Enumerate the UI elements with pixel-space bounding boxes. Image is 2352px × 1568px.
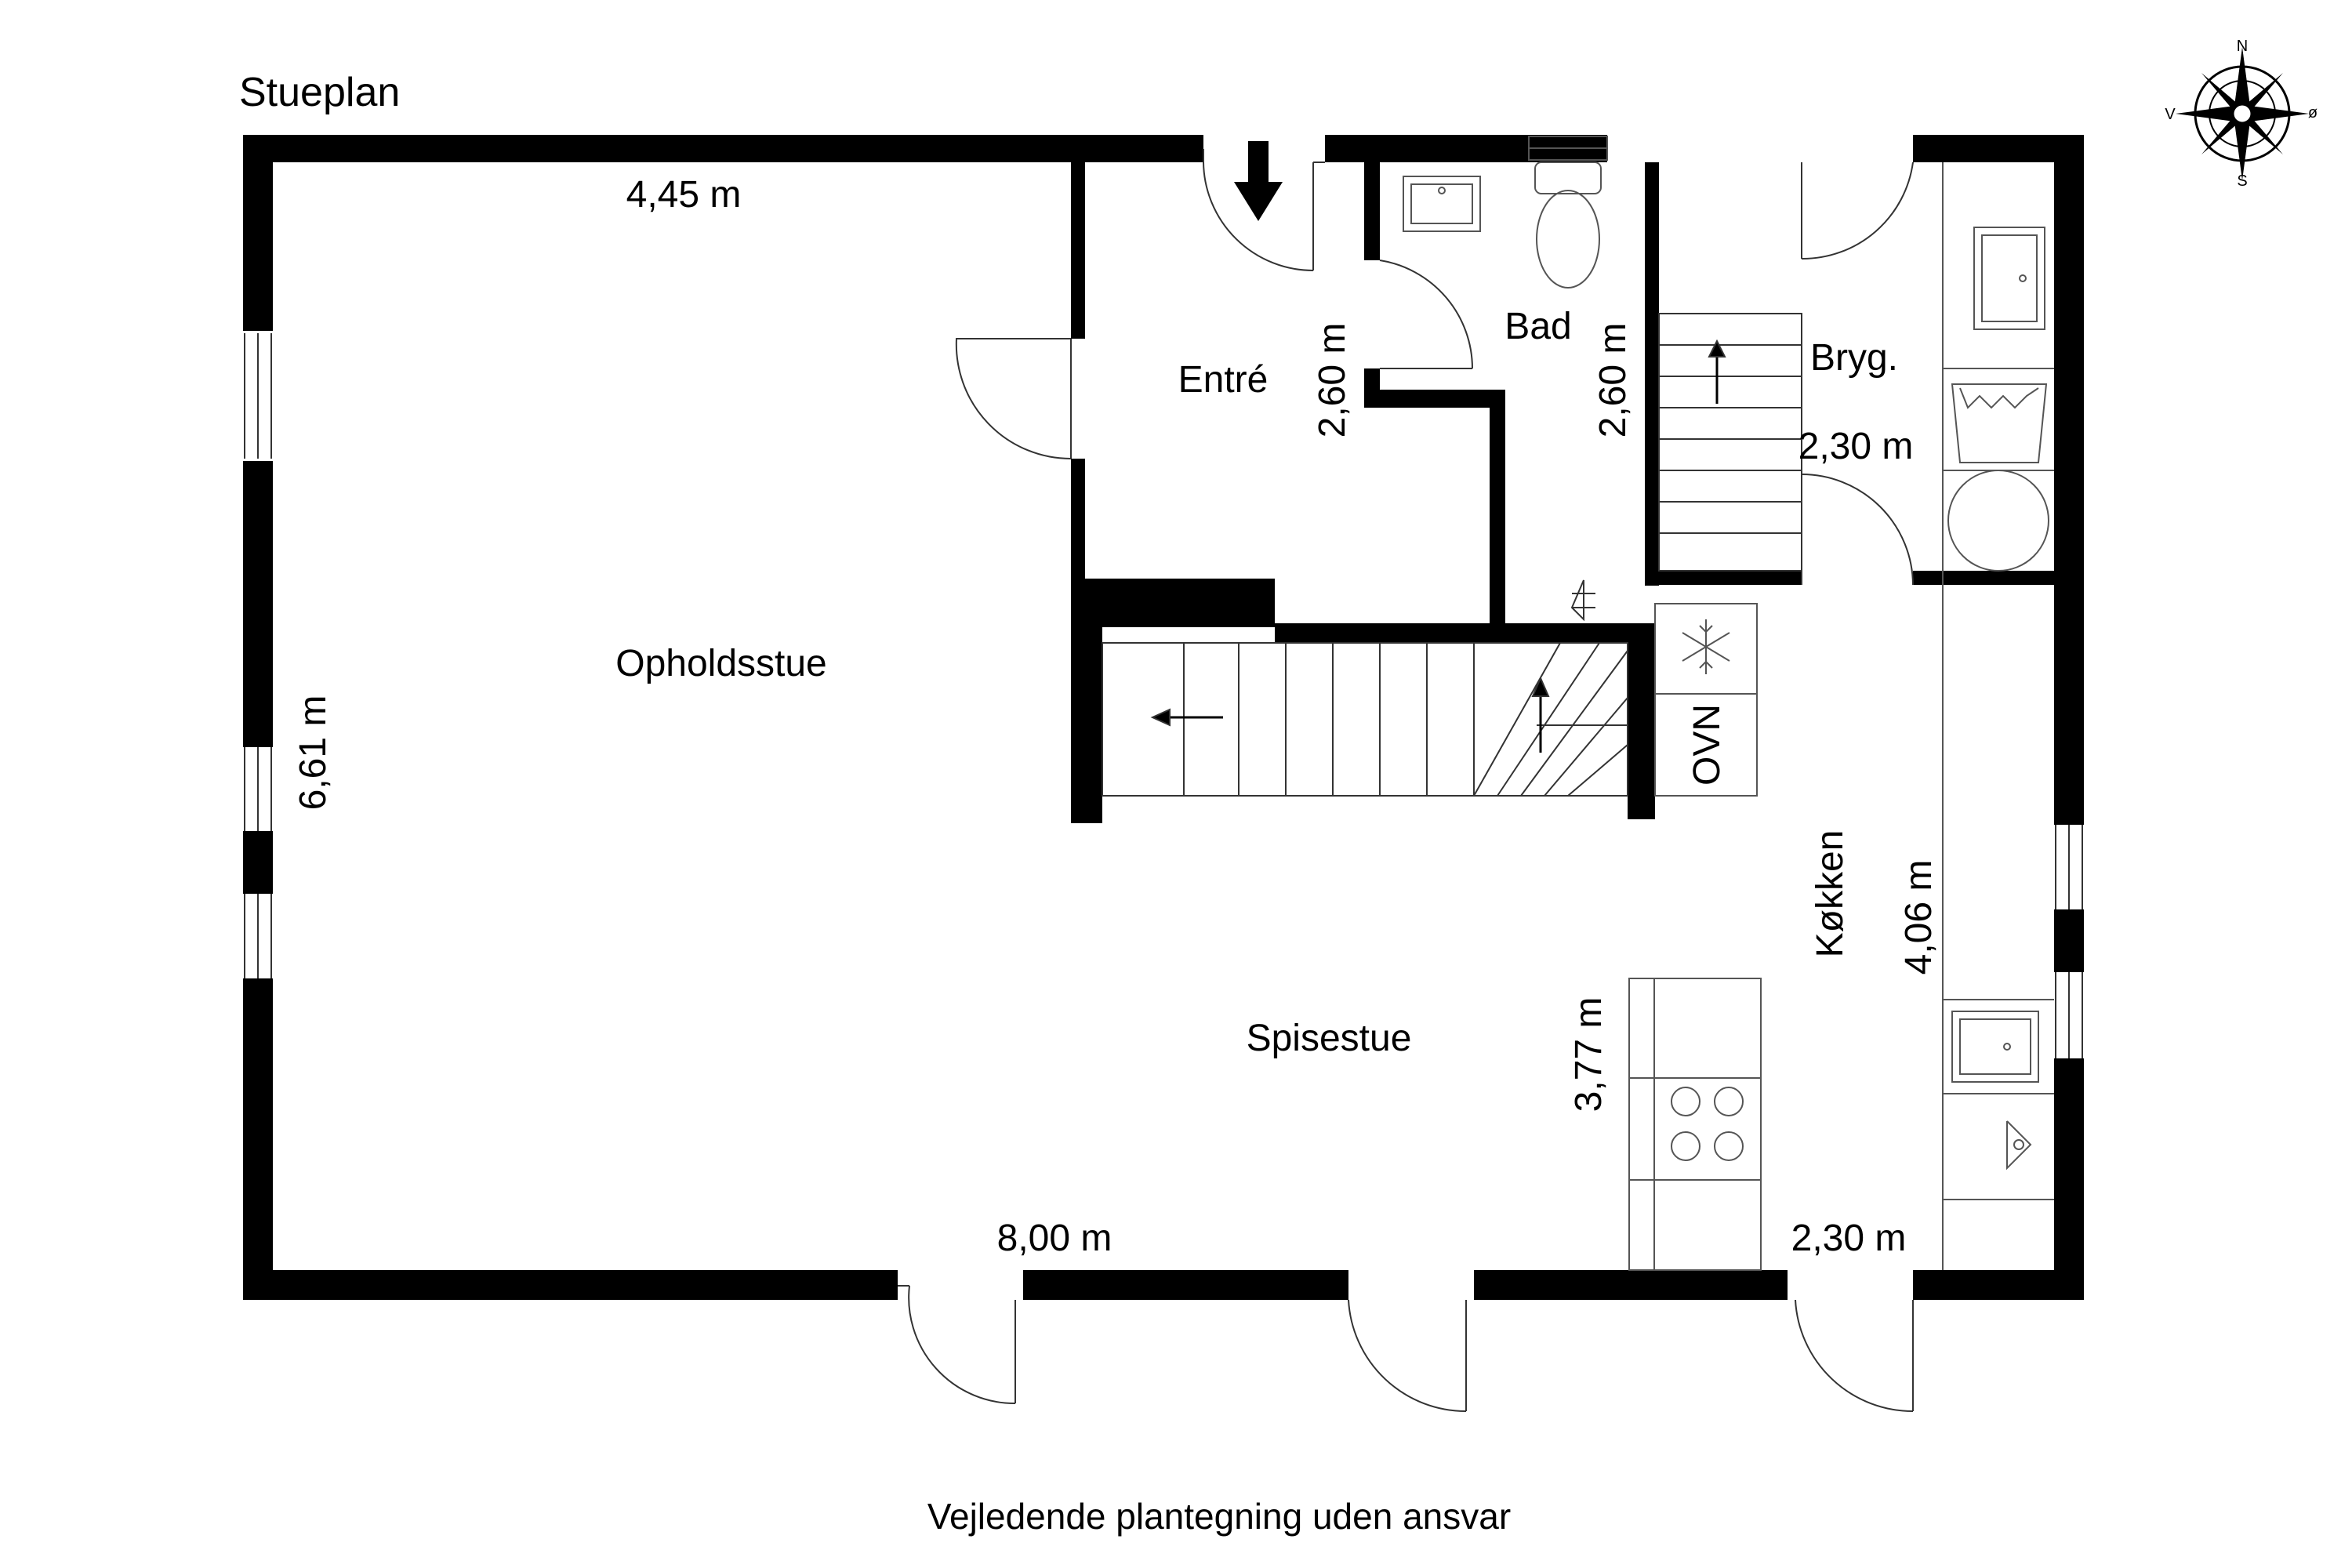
snowflake-icon <box>1682 619 1730 674</box>
oven-cabinet <box>1654 693 1758 797</box>
dim-top-width: 4,45 m <box>626 174 742 216</box>
dim-kitchen-depth: 4,06 m <box>1898 860 1940 975</box>
compass-north: N <box>2237 38 2248 55</box>
doors <box>898 149 1914 1413</box>
compass-west: V <box>2165 106 2176 123</box>
oven-label: OVN <box>1686 704 1728 786</box>
dim-living-depth: 6,61 m <box>292 695 334 811</box>
entrance-arrow-icon <box>1234 141 1283 221</box>
plan-title: Stueplan <box>239 70 400 115</box>
windows <box>244 333 2083 1058</box>
freezer-cabinet <box>1654 603 1758 695</box>
floor-drain-icon <box>1570 579 1595 622</box>
utility-stairs <box>1658 313 1802 572</box>
dim-bath-depth: 2,60 m <box>1592 323 1634 438</box>
main-stairs <box>1102 642 1628 797</box>
walls <box>243 135 2084 1300</box>
room-label-kitchen: Køkken <box>1809 830 1851 958</box>
hob-icon <box>1671 1087 1744 1161</box>
compass-south: S <box>2237 172 2247 190</box>
dishwasher-icon <box>2006 1120 2032 1171</box>
bath-fixtures <box>1403 136 1608 289</box>
dim-kitchen-width: 2,30 m <box>1791 1218 1907 1259</box>
room-label-entry: Entré <box>1178 359 1269 401</box>
dim-bottom-width: 8,00 m <box>997 1218 1112 1259</box>
kitchen-fixtures <box>1628 978 2054 1271</box>
dim-utility-width: 2,30 m <box>1798 426 1914 467</box>
utility-fixtures <box>1942 162 2054 1270</box>
dim-counter-depth: 3,77 m <box>1568 997 1610 1112</box>
room-label-dining: Spisestue <box>1247 1018 1412 1059</box>
compass-east: ø <box>2308 104 2318 122</box>
room-label-utility: Bryg. <box>1810 337 1898 379</box>
room-label-bath: Bad <box>1504 306 1571 347</box>
room-label-living: Opholdsstue <box>615 643 827 684</box>
footer-disclaimer: Vejledende plantegning uden ansvar <box>927 1496 1511 1537</box>
dim-entry-depth: 2,60 m <box>1312 323 1353 438</box>
compass-rose-icon <box>2176 47 2309 180</box>
